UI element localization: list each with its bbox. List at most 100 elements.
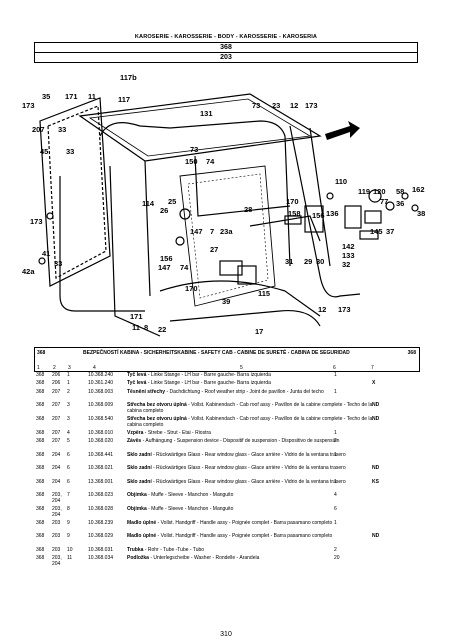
- row-col-description: Objímka - Muffe - Sleeve - Manchon - Man…: [127, 506, 382, 512]
- row-col-figure: 203, 204: [52, 555, 62, 568]
- row-col-quantity: 2: [334, 437, 337, 444]
- column-numbers-row: 1 2 3 4 5 6 7: [34, 364, 420, 372]
- part-name: Trubka: [127, 546, 144, 553]
- part-description: - Rückwärtiges Glass - Rear window glass…: [151, 478, 346, 485]
- row-col-code: 368: [36, 415, 45, 422]
- part-name: Madlo úplné: [127, 519, 157, 526]
- callout-label: 77: [380, 197, 388, 206]
- row-col-figure: 207: [52, 429, 61, 436]
- part-name: Těsnění střechy: [127, 388, 166, 395]
- row-col-note: ND: [372, 402, 380, 409]
- row-col-description: Střecha bez otvoru úplná - Vollst. Kabin…: [127, 416, 382, 428]
- callout-label: 33: [54, 259, 62, 268]
- callout-label: 173: [22, 101, 35, 110]
- row-col-figure: 207: [52, 415, 61, 422]
- row-col-position: 1: [67, 372, 70, 378]
- row-col-position: 2: [67, 388, 70, 395]
- row-col-description: Sklo zadní - Rückwärtiges Glass - Rear w…: [127, 479, 382, 485]
- part-name: Tyč levá: [127, 372, 147, 378]
- row-col-description: Trubka - Rohr - Tube -Tube - Tubo: [127, 547, 382, 553]
- row-col-quantity: 1: [334, 451, 337, 458]
- part-name: Madlo úplné: [127, 533, 157, 540]
- section-title: BEZPEČNOSTÍ KABINA - SICHERHEITSKABINE -…: [83, 350, 350, 356]
- callout-label: 58: [396, 187, 404, 196]
- part-name: Závěs: [127, 437, 142, 444]
- part-description: - Muffe - Sleeve - Manchon - Manguito: [146, 492, 234, 499]
- row-col-part-number: 13.368.001: [88, 478, 114, 485]
- row-col-quantity: 1: [334, 372, 337, 378]
- part-description: - Vollst. Handgriff - Handle assy - Poig…: [156, 533, 333, 540]
- callout-label: 25: [168, 197, 176, 206]
- part-name: Podložka: [127, 555, 149, 562]
- callout-label: 11: [132, 323, 140, 332]
- row-col-code: 368: [36, 478, 45, 485]
- callout-label: 17: [255, 327, 263, 336]
- callout-label: 115: [258, 289, 270, 298]
- row-col-note: X: [372, 380, 376, 387]
- row-col-quantity: 20: [334, 555, 340, 562]
- row-col-description: Tyč levá - Linke Stange - LH bar - Barre…: [127, 380, 382, 386]
- row-col-position: 10: [67, 546, 73, 553]
- row-col-position: 1: [67, 380, 70, 387]
- col-number: 3: [68, 364, 71, 371]
- row-col-figure: 203: [52, 519, 61, 526]
- row-col-figure: 204: [52, 478, 61, 485]
- row-col-description: Madlo úplné - Vollst. Handgriff - Handle…: [127, 533, 382, 539]
- row-col-figure: 207: [52, 402, 61, 409]
- callout-label: 136: [326, 209, 339, 218]
- callout-label: 33: [58, 125, 66, 134]
- part-description: - Rohr - Tube -Tube - Tubo: [143, 546, 205, 553]
- row-col-figure: 203, 204: [52, 505, 62, 518]
- row-col-position: 6: [67, 465, 70, 472]
- row-col-code: 368: [36, 402, 45, 409]
- callout-label: 74: [180, 263, 189, 272]
- direction-arrow-icon: [325, 121, 360, 140]
- row-col-description: Závěs - Aufhängung - Suspension device -…: [127, 438, 382, 444]
- callout-label: 173: [338, 305, 351, 314]
- row-col-part-number: 10.368.034: [88, 555, 114, 562]
- row-col-note: ND: [372, 533, 380, 540]
- row-col-code: 368: [36, 380, 45, 387]
- row-col-part-number: 10.368.029: [88, 533, 114, 540]
- callout-label: 171: [130, 312, 143, 321]
- row-col-figure: 203: [52, 533, 61, 540]
- row-col-part-number: 10.368.020: [88, 437, 114, 444]
- row-col-part-number: 10.368.023: [88, 492, 114, 499]
- figure-number-box: 203: [34, 53, 418, 63]
- callout-label: 145: [370, 227, 383, 236]
- callout-label: 39: [222, 297, 230, 306]
- row-col-code: 368: [36, 555, 45, 562]
- callout-label: 158: [288, 209, 301, 218]
- row-col-position: 5: [67, 437, 70, 444]
- part-name: Objímka: [127, 492, 147, 499]
- row-col-quantity: 1: [334, 478, 337, 485]
- callout-label: 35: [42, 92, 50, 101]
- callout-label: 131: [200, 109, 213, 118]
- row-col-quantity: 1: [334, 519, 337, 526]
- callout-label: 26: [160, 206, 168, 215]
- row-col-position: 7: [67, 492, 70, 499]
- page-header-title: KAROSERIE - KAROSSERIE - BODY - KAROSSER…: [134, 34, 318, 40]
- row-col-position: 3: [67, 402, 70, 409]
- row-col-quantity: 6: [334, 505, 337, 512]
- row-col-code: 368: [36, 492, 45, 499]
- callout-label: 38: [417, 209, 425, 218]
- callout-label: 73: [252, 101, 260, 110]
- part-name: Objímka: [127, 505, 147, 512]
- row-col-description: Střecha bez otvoru úplná - Vollst. Kabin…: [127, 402, 382, 414]
- row-col-note: KS: [372, 478, 379, 485]
- part-description: - Strebe - Strut - Etai - Riostra: [143, 429, 211, 436]
- part-description: - Aufhängung - Suspension device - Dispo…: [141, 437, 340, 444]
- section-code: 368: [37, 350, 46, 356]
- part-description: - Vollst. Kabinendach - Cab roof assy - …: [127, 415, 373, 428]
- col-number: 6: [333, 364, 336, 371]
- row-col-figure: 204: [52, 451, 61, 458]
- row-col-part-number: 10.368.003: [88, 388, 114, 395]
- callout-label: 114: [142, 199, 155, 208]
- row-col-position: 4: [67, 429, 70, 436]
